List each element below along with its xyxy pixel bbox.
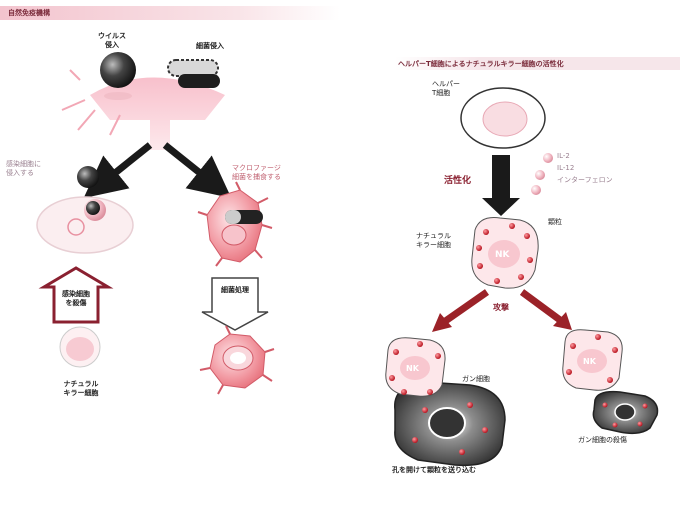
- nk-text-attacking: NK: [406, 364, 419, 374]
- attack-arrow-right: [522, 292, 572, 330]
- nk-cell-label: ナチュラル キラー細胞: [56, 380, 106, 398]
- arrow-to-infected-cell: [100, 145, 150, 185]
- nk-cell-small: [60, 327, 100, 367]
- granule-label: 顆粒: [548, 218, 562, 227]
- nk-label: ナチュラル キラー細胞: [416, 232, 451, 250]
- cytokine-2: IL-12: [557, 164, 574, 173]
- cytokine-dot: [535, 170, 545, 180]
- kill-infected-label: 感染細胞 を殺傷: [56, 290, 96, 308]
- cytokine-3: インターフェロン: [557, 176, 613, 185]
- nk-text-right: NK: [583, 357, 596, 367]
- cancer-kill-label: ガン細胞の殺傷: [578, 436, 627, 445]
- virus-icon: [100, 52, 136, 88]
- helper-t-cell: [461, 88, 545, 148]
- macrophage-cell: [198, 182, 272, 266]
- activation-label: 活性化: [444, 176, 471, 187]
- bacteria-label: 細菌侵入: [196, 42, 224, 51]
- virus-label: ウイルス 侵入: [98, 32, 126, 50]
- activation-arrow: [482, 155, 520, 216]
- perforin-caption: 孔を開けて顆粒を送り込む: [392, 466, 476, 475]
- cancer-cell-label: ガン細胞: [462, 375, 490, 384]
- attack-arrow-left: [432, 292, 487, 332]
- attack-label: 攻撃: [493, 303, 509, 313]
- cytokine-dot: [543, 153, 553, 163]
- bacteria-processing-label: 細菌処理: [215, 286, 255, 295]
- cytokine-1: IL-2: [557, 152, 570, 161]
- macrophage-processed: [200, 326, 274, 394]
- virus-small-icon: [77, 166, 99, 188]
- cancer-cell-killed: [593, 392, 657, 434]
- macrophage-label: マクロファージ 細菌を捕食する: [232, 164, 281, 182]
- nk-text-main: NK: [495, 250, 510, 261]
- arrow-to-macrophage: [165, 145, 215, 185]
- helper-t-label: ヘルパー T細胞: [432, 80, 460, 98]
- infected-cell: [37, 197, 133, 253]
- cytokine-dot: [531, 185, 541, 195]
- infected-cell-label: 感染細胞に 侵入する: [6, 160, 41, 178]
